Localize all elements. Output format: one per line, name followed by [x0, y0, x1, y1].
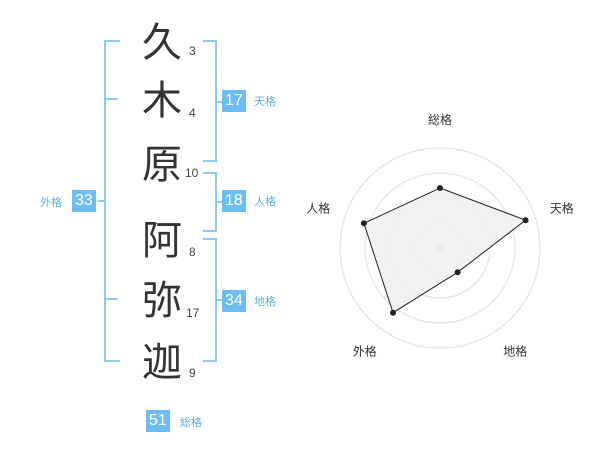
radar-axis-label-4: 外格 — [353, 344, 377, 359]
chikaku-label: 地格 — [254, 295, 276, 308]
stroke-count-3: 10 — [185, 166, 199, 180]
stroke-count-5: 17 — [186, 306, 200, 320]
chikaku-badge: 34 — [222, 290, 246, 312]
tenkaku-badge: 17 — [222, 90, 246, 112]
radar-center — [437, 245, 443, 251]
stroke-count-4: 8 — [189, 245, 196, 259]
radar-axis-label-1: 総格 — [428, 112, 452, 127]
radar-ring-4 — [339, 147, 541, 349]
radar-area — [363, 187, 527, 314]
radar-point-2 — [522, 217, 529, 224]
kanji-3: 原 — [142, 142, 182, 188]
tenkaku-label: 天格 — [254, 95, 276, 108]
jinkaku-bracket — [203, 172, 217, 232]
radar-axis-label-3: 地格 — [503, 344, 527, 359]
gaikaku-badge: 33 — [72, 190, 96, 212]
soukaku-label: 総格 — [180, 416, 202, 429]
jinkaku-connector — [217, 201, 222, 203]
gaikaku-tick-lower — [104, 298, 118, 300]
radar-point-1 — [437, 185, 443, 191]
radar-point-3 — [454, 269, 461, 276]
stroke-count-2: 4 — [189, 106, 196, 120]
kanji-2: 木 — [142, 78, 182, 124]
kanji-6: 迦 — [142, 340, 182, 386]
kanji-4: 阿 — [142, 218, 182, 264]
kanji-1: 久 — [142, 20, 182, 66]
radar-ring-1 — [414, 222, 466, 274]
gaikaku-bracket — [104, 40, 120, 362]
gaikaku-tick-upper — [104, 98, 118, 100]
chikaku-connector — [217, 299, 222, 301]
jinkaku-label: 人格 — [254, 195, 276, 208]
stroke-count-1: 3 — [189, 44, 196, 58]
tenkaku-connector — [217, 101, 222, 103]
radar-point-4 — [390, 309, 396, 316]
chikaku-bracket — [203, 238, 217, 362]
radar-ring-2 — [389, 197, 491, 299]
soukaku-badge: 51 — [146, 410, 170, 432]
gaikaku-connector — [98, 200, 104, 202]
radar-ring-3 — [364, 172, 516, 324]
radar-axis-label-5: 人格 — [306, 200, 330, 215]
tenkaku-bracket — [203, 40, 217, 162]
kanji-5: 弥 — [142, 278, 182, 324]
radar-point-5 — [360, 220, 367, 227]
stroke-count-6: 9 — [189, 366, 196, 380]
jinkaku-badge: 18 — [222, 190, 246, 212]
radar-axis-label-2: 天格 — [550, 200, 574, 215]
gaikaku-label: 外格 — [40, 196, 62, 209]
